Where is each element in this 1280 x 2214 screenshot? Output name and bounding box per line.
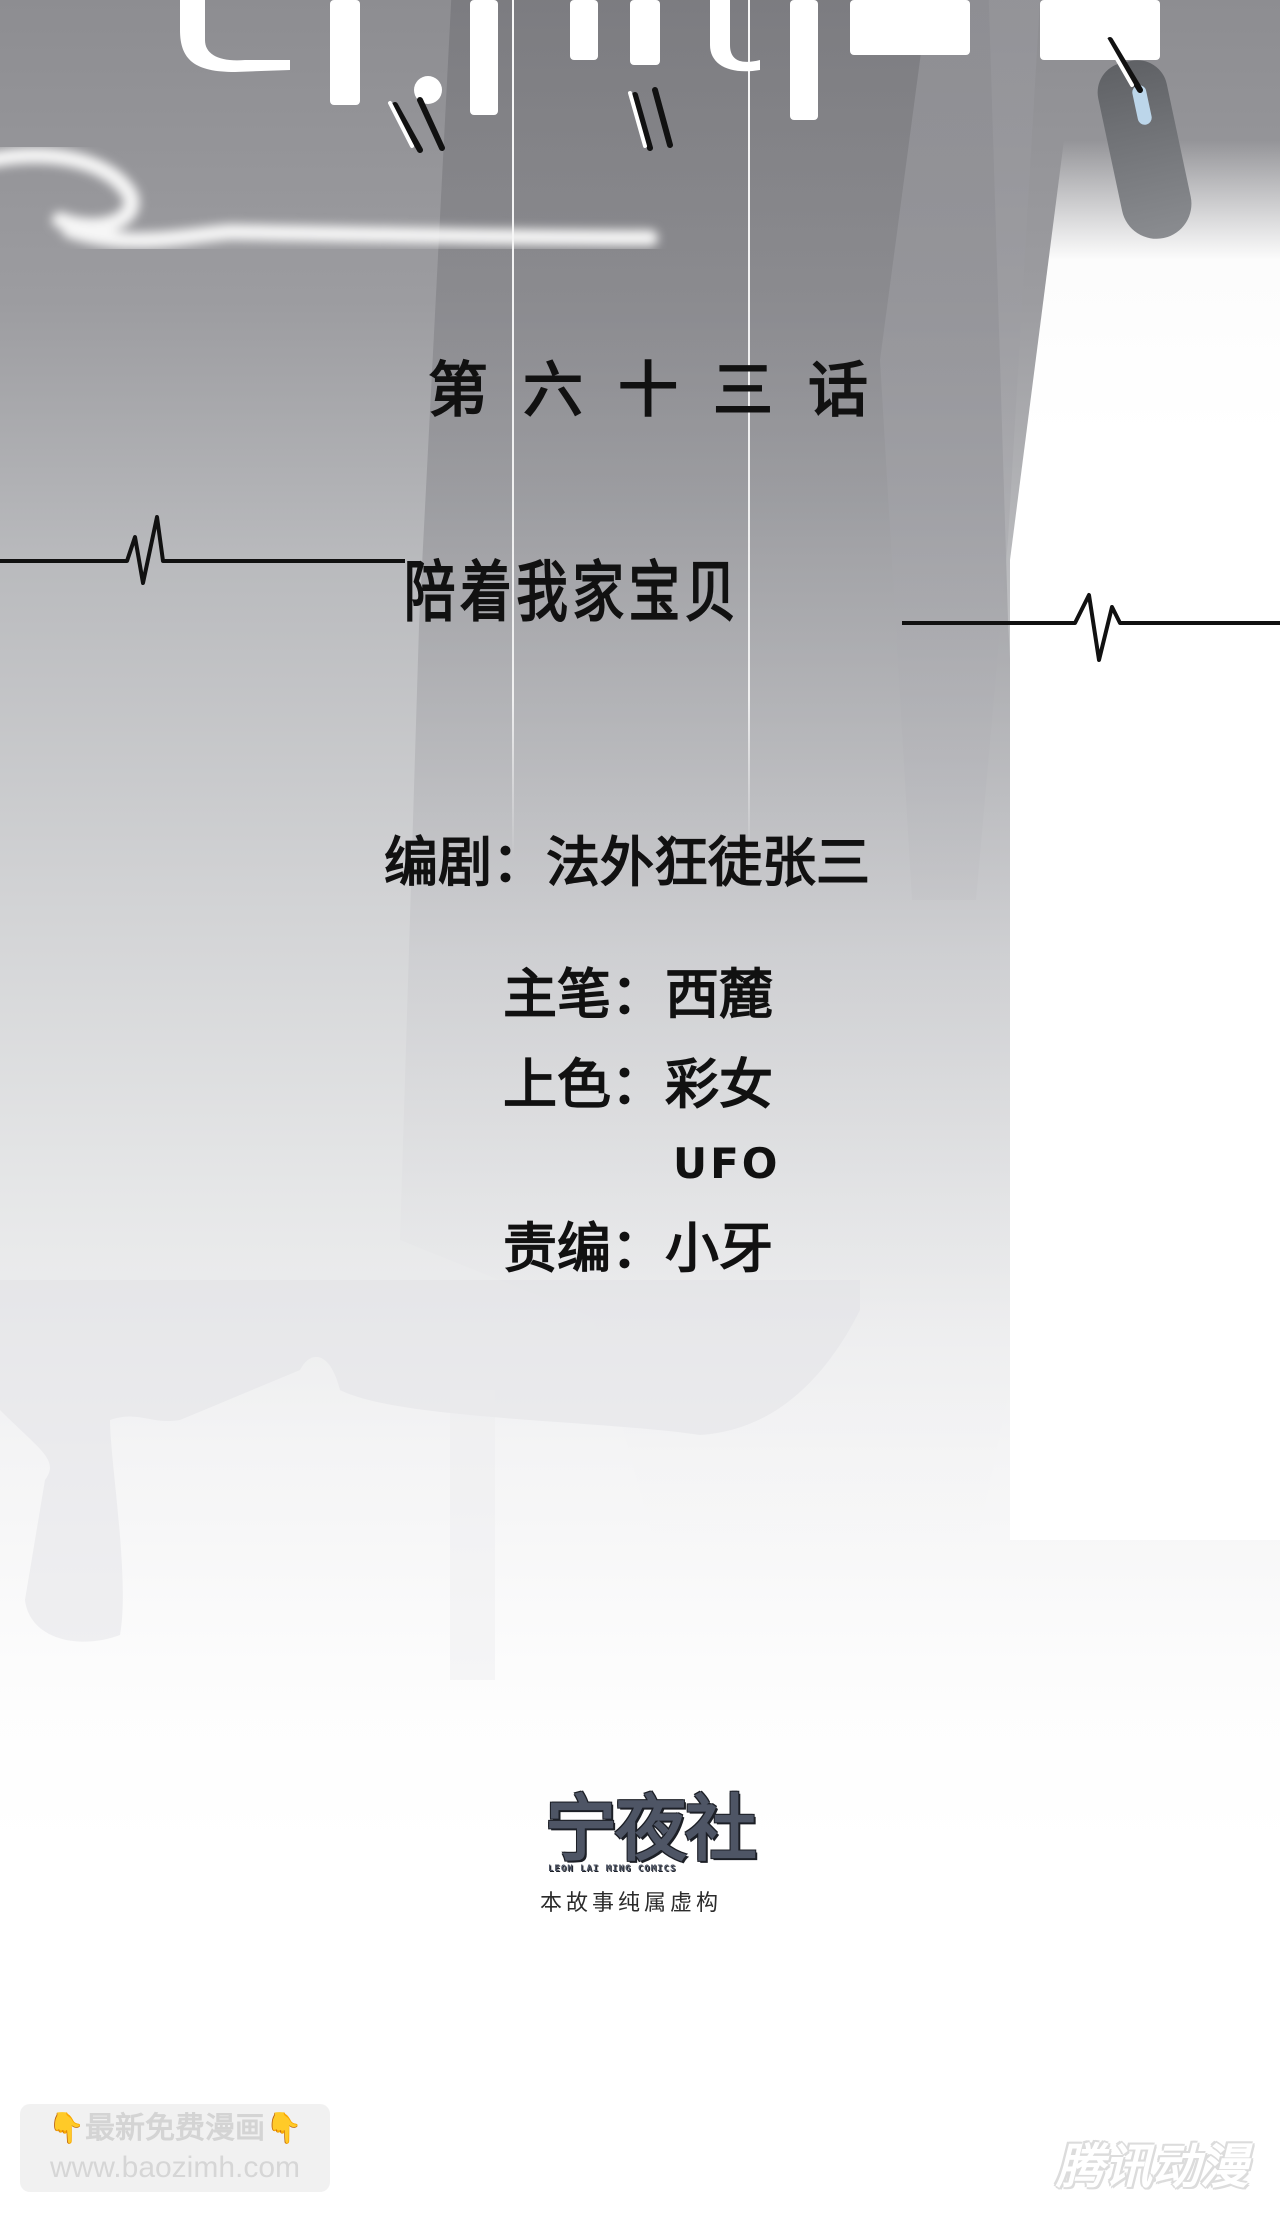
chapter-char: 十 (618, 356, 678, 426)
watermark-line1: 👇最新免费漫画👇 (20, 2110, 330, 2148)
publisher-logo-text: 宁夜社 (545, 1787, 757, 1871)
publisher-logo-subtext: LEON LAI MING COMICS (548, 1864, 677, 1874)
feet-silhouette (0, 1280, 860, 1680)
fiction-disclaimer: 本故事纯属虚构 (540, 1891, 723, 1916)
credit-writer: 编剧：法外狂徒张三 (384, 831, 870, 894)
watermark-baozimh[interactable]: 👇最新免费漫画👇 www.baozimh.com (20, 2104, 330, 2192)
white-background-panel (1010, 140, 1280, 1540)
chapter-char: 三 (713, 356, 773, 426)
credit-colorist: 上色：彩女 (503, 1053, 773, 1116)
watermark-line1-text: 最新免费漫画 (85, 2111, 265, 2146)
publisher-logo: 宁夜社 LEON LAI MING COMICS (545, 1785, 785, 1885)
chapter-char: 六 (523, 356, 583, 426)
hanging-string-left (512, 0, 514, 860)
credit-colorist-2: UFO (673, 1139, 781, 1188)
chapter-number: 第 六 十 三 话 (428, 358, 903, 424)
chapter-char: 第 (428, 356, 488, 426)
credit-artist: 主笔：西麓 (503, 963, 773, 1026)
series-title-logo-cropped (180, 0, 1160, 153)
hanging-string-right (748, 0, 750, 860)
pointing-down-hand-icon: 👇 (47, 2111, 85, 2146)
credit-editor: 责编：小牙 (503, 1217, 773, 1280)
chapter-subtitle: 陪着我家宝贝 (404, 554, 741, 631)
chapter-char: 话 (808, 356, 868, 426)
pointing-down-hand-icon: 👇 (265, 2111, 303, 2146)
smoke-wisp (0, 147, 658, 249)
heartbeat-line-decoration (0, 515, 1280, 662)
watermark-tencent-comics: 腾讯动漫 (1056, 2139, 1249, 2195)
watermark-url[interactable]: www.baozimh.com (49, 2151, 301, 2184)
